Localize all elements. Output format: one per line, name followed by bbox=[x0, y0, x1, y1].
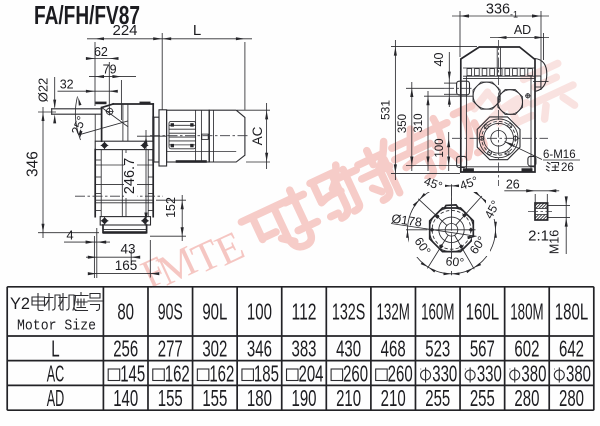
svg-text:145: 145 bbox=[120, 361, 145, 387]
svg-text:380: 380 bbox=[521, 361, 546, 387]
svg-text:180L: 180L bbox=[555, 299, 588, 325]
svg-text:152: 152 bbox=[164, 197, 178, 218]
svg-text:162: 162 bbox=[209, 361, 234, 387]
svg-text:204: 204 bbox=[299, 361, 324, 387]
svg-text:-1: -1 bbox=[510, 10, 518, 20]
svg-text:310: 310 bbox=[413, 113, 425, 132]
svg-text:523: 523 bbox=[425, 336, 450, 362]
svg-text:155: 155 bbox=[202, 385, 227, 411]
svg-text:280: 280 bbox=[514, 385, 539, 411]
svg-text:346: 346 bbox=[25, 151, 42, 177]
svg-text:336: 336 bbox=[486, 2, 510, 18]
svg-text:531: 531 bbox=[379, 100, 393, 120]
svg-text:246.7: 246.7 bbox=[122, 158, 138, 194]
svg-text:M16: M16 bbox=[548, 230, 562, 254]
svg-text:AC: AC bbox=[47, 361, 65, 387]
svg-text:45°: 45° bbox=[458, 173, 480, 193]
svg-text:383: 383 bbox=[292, 336, 317, 362]
svg-text:79: 79 bbox=[103, 63, 117, 77]
svg-text:280: 280 bbox=[559, 385, 584, 411]
svg-text:302: 302 bbox=[202, 336, 227, 362]
svg-text:Motor Size: Motor Size bbox=[17, 318, 96, 335]
svg-text:190: 190 bbox=[292, 385, 317, 411]
svg-text:210: 210 bbox=[381, 385, 406, 411]
svg-text:4: 4 bbox=[66, 228, 73, 243]
svg-text:26: 26 bbox=[561, 162, 574, 174]
svg-text:330: 330 bbox=[432, 361, 457, 387]
svg-text:162: 162 bbox=[165, 361, 190, 387]
svg-text:26: 26 bbox=[506, 178, 520, 192]
svg-text:567: 567 bbox=[470, 336, 495, 362]
svg-text:155: 155 bbox=[158, 385, 183, 411]
svg-text:43: 43 bbox=[120, 242, 135, 257]
svg-text:165: 165 bbox=[115, 258, 138, 273]
svg-text:90S: 90S bbox=[158, 299, 183, 325]
svg-text:Ø178: Ø178 bbox=[391, 212, 423, 230]
svg-text:160M: 160M bbox=[421, 299, 454, 325]
svg-text:277: 277 bbox=[158, 336, 183, 362]
svg-text:AD: AD bbox=[514, 23, 531, 37]
svg-text:80: 80 bbox=[117, 299, 134, 325]
svg-text:346: 346 bbox=[247, 336, 272, 362]
svg-text:45°: 45° bbox=[422, 174, 444, 194]
svg-text:FA/FH/FV87: FA/FH/FV87 bbox=[34, 0, 140, 30]
svg-text:430: 430 bbox=[336, 336, 361, 362]
svg-text:180M: 180M bbox=[510, 299, 543, 325]
svg-text:L: L bbox=[193, 22, 201, 39]
svg-text:210: 210 bbox=[336, 385, 361, 411]
svg-text:25°: 25° bbox=[69, 114, 89, 137]
svg-text:140: 140 bbox=[113, 385, 138, 411]
svg-text:256: 256 bbox=[113, 336, 138, 362]
svg-text:224: 224 bbox=[112, 22, 137, 39]
svg-text:100: 100 bbox=[247, 299, 272, 325]
svg-text:132S: 132S bbox=[332, 299, 365, 325]
svg-text:2:1: 2:1 bbox=[528, 228, 549, 245]
svg-text:Ø22: Ø22 bbox=[36, 78, 51, 103]
svg-text:160L: 160L bbox=[466, 299, 499, 325]
svg-text:260: 260 bbox=[388, 361, 413, 387]
svg-text:132M: 132M bbox=[376, 299, 409, 325]
svg-text:185: 185 bbox=[254, 361, 279, 387]
svg-text:255: 255 bbox=[425, 385, 450, 411]
svg-text:602: 602 bbox=[514, 336, 539, 362]
svg-text:330: 330 bbox=[477, 361, 502, 387]
svg-text:6-M16: 6-M16 bbox=[543, 149, 576, 161]
svg-text:468: 468 bbox=[381, 336, 406, 362]
svg-text:112: 112 bbox=[292, 299, 317, 325]
svg-text:180: 180 bbox=[247, 385, 272, 411]
svg-text:AC: AC bbox=[250, 126, 265, 145]
svg-text:255: 255 bbox=[470, 385, 495, 411]
svg-text:40: 40 bbox=[432, 53, 446, 67]
svg-text:350: 350 bbox=[397, 114, 409, 133]
svg-text:62: 62 bbox=[94, 45, 108, 59]
svg-text:Y2: Y2 bbox=[10, 294, 30, 313]
svg-text:380: 380 bbox=[566, 361, 591, 387]
svg-text:100: 100 bbox=[434, 138, 446, 157]
svg-text:60°: 60° bbox=[445, 254, 465, 270]
svg-text:642: 642 bbox=[559, 336, 584, 362]
svg-text:90L: 90L bbox=[202, 299, 227, 325]
svg-text:32: 32 bbox=[60, 77, 74, 91]
svg-text:AD: AD bbox=[47, 385, 65, 411]
svg-text:260: 260 bbox=[343, 361, 368, 387]
svg-text:L: L bbox=[51, 336, 59, 362]
